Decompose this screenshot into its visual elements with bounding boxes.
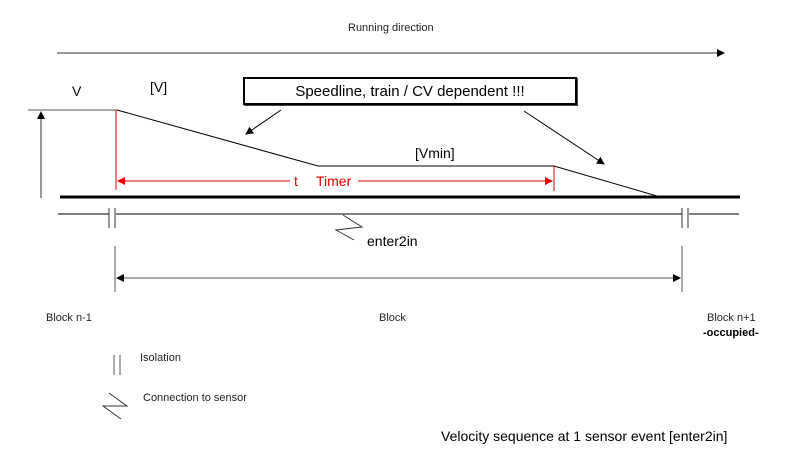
- t-label: t: [294, 173, 298, 189]
- block-next-label: Block n+1: [707, 312, 756, 324]
- isolation-right: [681, 208, 689, 228]
- legend-isolation-label: Isolation: [140, 352, 181, 364]
- callout-arrow-right: [523, 110, 605, 165]
- vmin-label: [Vmin]: [415, 145, 455, 161]
- legend-connection-label: Connection to sensor: [143, 392, 247, 404]
- block-prev-label: Block n-1: [46, 312, 92, 324]
- speedline-callout: Speedline, train / CV dependent !!!: [243, 77, 577, 105]
- timer-label: Timer: [316, 173, 352, 189]
- speed-profile: [116, 109, 658, 197]
- v-label: V: [72, 83, 82, 99]
- block-next-status: -occupied-: [703, 327, 759, 339]
- callout-text: Speedline, train / CV dependent !!!: [295, 82, 525, 100]
- diagram-title: Velocity sequence at 1 sensor event [ent…: [441, 428, 728, 444]
- running-direction-label: Running direction: [348, 22, 434, 34]
- legend-isolation-icon: [113, 355, 121, 375]
- sensor-label: enter2in: [367, 233, 418, 249]
- sensor-connection-icon: [334, 214, 364, 241]
- legend-connection-icon: [101, 392, 129, 420]
- isolation-left: [108, 208, 116, 228]
- v-bracket-label: [V]: [150, 79, 168, 95]
- callout-arrow-left: [245, 109, 282, 135]
- block-current-label: Block: [379, 312, 406, 324]
